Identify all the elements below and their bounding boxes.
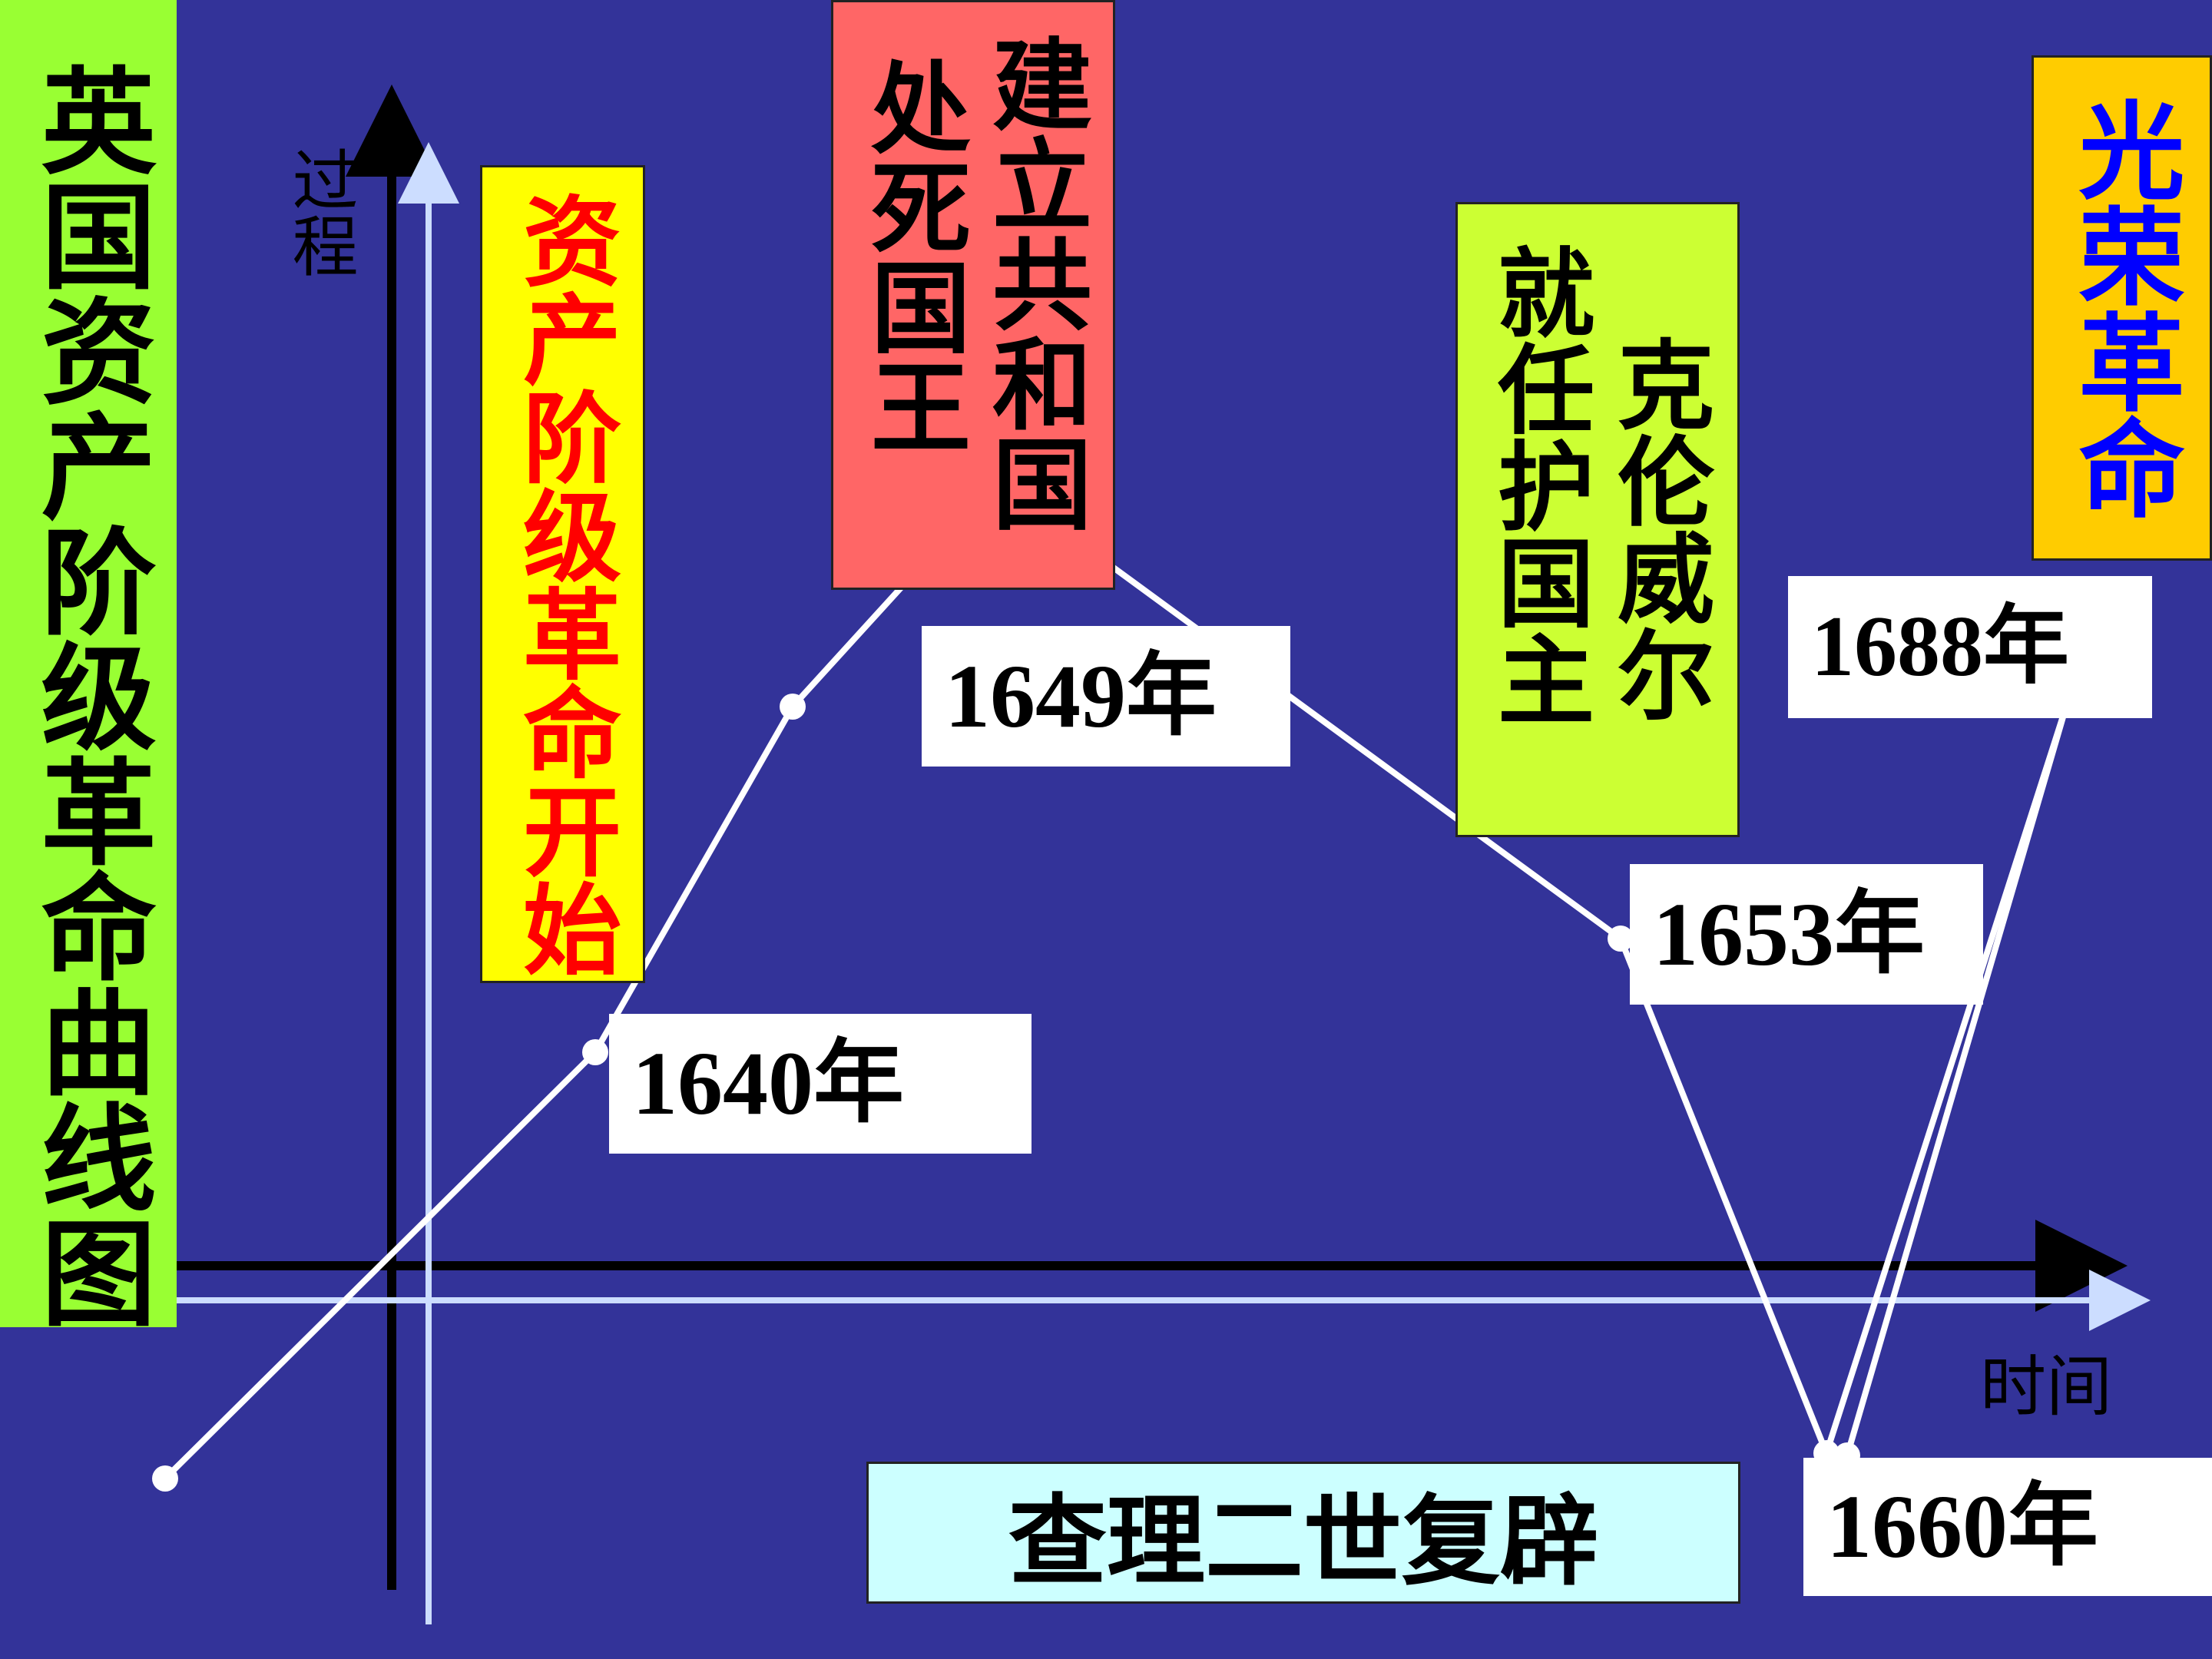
curve-point-1640 [582, 1039, 608, 1065]
republic-panel: 建立共和国 处死国王 [831, 0, 1115, 590]
execute-king-label: 处死国王 [854, 56, 971, 455]
revolution-start-panel: 资产阶级革命开始 [480, 165, 645, 983]
diagram-title: 英国资产阶级革命曲线图 [22, 61, 155, 1329]
curve-point-origin [152, 1465, 178, 1492]
restoration-label: 查理二世复辟 [1008, 1485, 1598, 1599]
title-panel: 英国资产阶级革命曲线图 [0, 0, 177, 1329]
year-label-1649: 1649年 [922, 626, 1290, 767]
cromwell-panel: 克伦威尔 就任护国主 [1455, 202, 1740, 837]
year-label-1660: 1660年 [1803, 1458, 2212, 1596]
curve-segment-1660-1688 [1844, 705, 2069, 1457]
year-label-1653: 1653年 [1630, 864, 1983, 1005]
glorious-revolution-label: 光荣革命 [2060, 96, 2184, 520]
glorious-revolution-panel: 光荣革命 [2032, 55, 2212, 561]
y-axis-label: 过程 [280, 146, 357, 278]
curve-point-1660-restart [1834, 1442, 1860, 1469]
year-label-1688: 1688年 [1788, 576, 2152, 718]
lord-protector-label: 就任护国主 [1482, 243, 1594, 727]
cromwell-label: 克伦威尔 [1601, 335, 1714, 722]
restoration-panel: 查理二世复辟 [866, 1462, 1740, 1604]
republic-label: 建立共和国 [975, 33, 1092, 532]
revolution-start-label: 资产阶级革命开始 [505, 190, 621, 977]
curve-point-1653 [1608, 926, 1634, 952]
year-label-1640: 1640年 [609, 1014, 1031, 1154]
curve-point-mid [780, 694, 806, 720]
